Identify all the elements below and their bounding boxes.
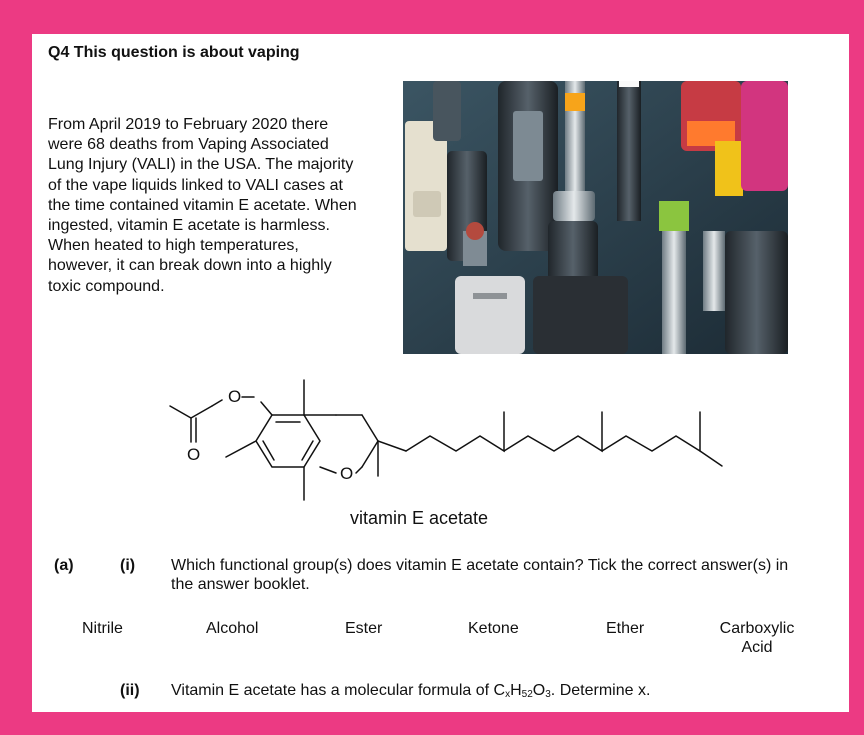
- option-ketone: Ketone: [468, 620, 519, 637]
- formula-o: O: [532, 682, 546, 699]
- option-ether: Ether: [606, 620, 645, 637]
- part-i-question: Which functional group(s) does vitamin E…: [171, 557, 789, 593]
- part-ii-label: (ii): [120, 682, 140, 699]
- question-title: Q4 This question is about vaping: [48, 44, 300, 61]
- subscript-h: 52: [521, 689, 533, 700]
- subscript-o: 3: [545, 689, 551, 700]
- formula-prefix: Vitamin E acetate has a molecular formul…: [171, 682, 506, 699]
- part-a-label: (a): [54, 557, 74, 574]
- option-ester: Ester: [345, 620, 383, 637]
- intro-paragraph: From April 2019 to February 2020 there w…: [48, 116, 357, 295]
- vape-devices-photo: [403, 81, 788, 354]
- subscript-x: x: [505, 689, 511, 700]
- formula-suffix: . Determine x.: [550, 682, 651, 699]
- ester-oxygen-label: O: [228, 387, 241, 406]
- part-i-label: (i): [120, 557, 136, 574]
- carbonyl-oxygen-label: O: [187, 445, 200, 464]
- molecule-caption: vitamin E acetate: [350, 508, 489, 528]
- formula-h: H: [510, 682, 522, 699]
- part-ii-question: Vitamin E acetate has a molecular formul…: [171, 681, 811, 704]
- option-carboxylic-acid: Carboxylic Acid: [719, 620, 795, 656]
- option-alcohol: Alcohol: [206, 620, 259, 637]
- ring-oxygen-label: O: [340, 464, 353, 483]
- option-nitrile: Nitrile: [82, 620, 123, 637]
- vitamin-e-acetate-structure: O O O: [169, 379, 723, 501]
- question-sheet: Q4 This question is about vaping From Ap…: [32, 34, 849, 712]
